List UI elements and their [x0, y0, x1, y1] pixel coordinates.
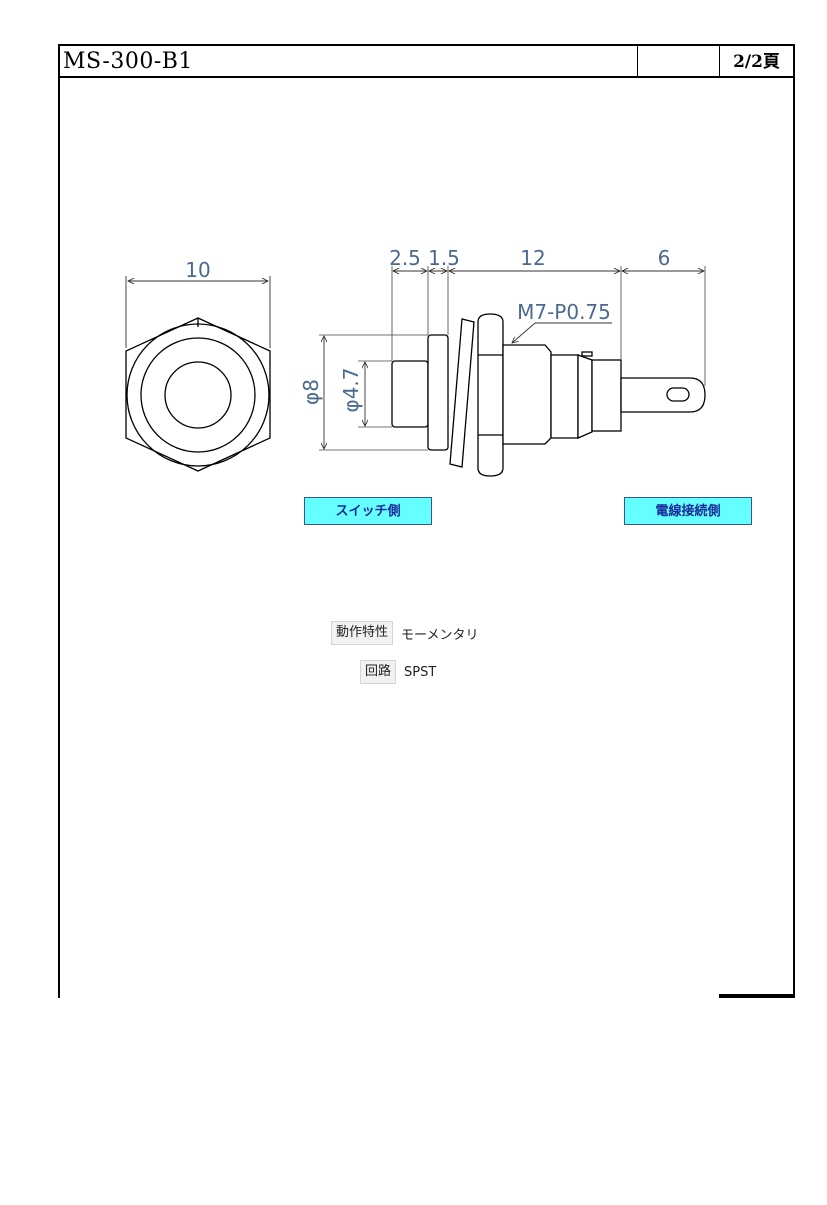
dim-len-b: 1.5	[428, 246, 460, 270]
dim-lengths	[393, 271, 704, 343]
outer-flange-circle	[126, 323, 270, 467]
spec-value-action: モーメンタリ	[401, 627, 479, 643]
document-title: MS-300-B1	[63, 49, 193, 74]
lock-washer	[449, 318, 475, 468]
dim-len-a: 2.5	[389, 246, 421, 270]
dim-width-label: 10	[185, 258, 210, 282]
terminal-lug	[620, 377, 706, 413]
spec-label-circuit: 回路	[360, 660, 397, 684]
ring-circle	[140, 337, 256, 453]
dim-dia-outer: φ8	[299, 379, 323, 405]
dim-dia-inner: φ4.7	[339, 368, 363, 413]
frame-bottom-bar	[719, 994, 795, 998]
front-view	[125, 317, 271, 472]
dim-diameters	[324, 336, 365, 449]
hex-nut-outline	[125, 317, 271, 472]
button-circle	[164, 361, 232, 429]
side-hex-nut	[477, 313, 504, 477]
header-bottom-line	[58, 76, 795, 78]
wire-side-label: 電線接続側	[624, 497, 752, 525]
frame-left-line	[58, 44, 60, 998]
frame-right-line	[793, 44, 795, 998]
terminal-hole	[666, 387, 690, 402]
spec-row-action: 動作特性 モーメンタリ	[331, 621, 479, 645]
dim-width	[125, 276, 271, 348]
spec-row-circuit: 回路 SPST	[360, 660, 436, 684]
spec-value-circuit: SPST	[404, 664, 437, 680]
dim-len-d: 6	[658, 246, 671, 270]
push-button	[391, 360, 429, 428]
flange	[427, 334, 449, 451]
page-number: 2/2頁	[733, 52, 780, 72]
dim-len-c: 12	[520, 246, 545, 270]
dim-thread: M7-P0.75	[517, 300, 611, 324]
header-divider	[719, 44, 720, 77]
extension-lines	[319, 266, 706, 451]
side-view	[391, 313, 706, 477]
frame-top-line	[58, 44, 795, 46]
spec-label-action: 動作特性	[331, 621, 394, 645]
rear-housing	[550, 354, 579, 439]
threaded-body	[502, 344, 552, 445]
header-divider	[637, 44, 638, 77]
switch-side-label: スイッチ側	[304, 497, 432, 525]
